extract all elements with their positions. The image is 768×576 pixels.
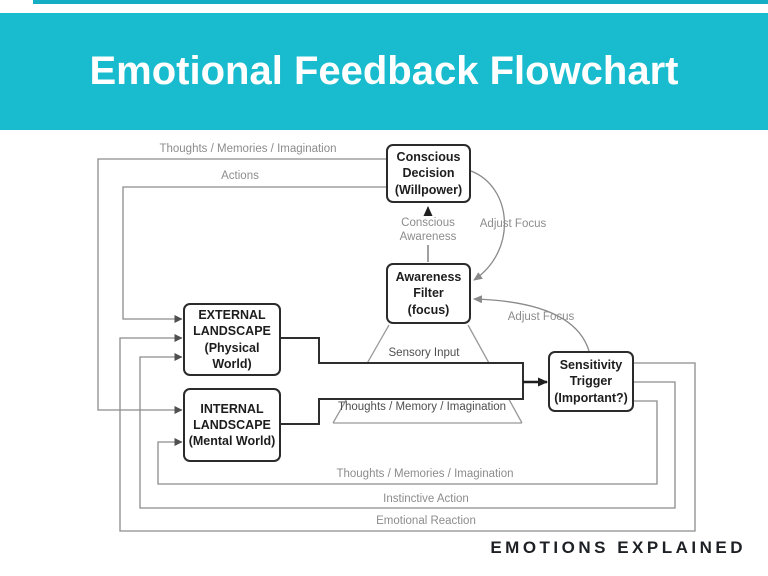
sensory-pipe-fill [320, 364, 522, 398]
label-actions: Actions [221, 170, 259, 182]
header-accent-strip [33, 0, 768, 4]
label-thoughts-bottom: Thoughts / Memories / Imagination [336, 468, 514, 480]
brand-wordmark: EMOTIONS EXPLAINED [490, 538, 746, 557]
node-conscious-decision: Conscious Decision (Willpower) [386, 144, 471, 203]
label-adjust-focus-top: Adjust Focus [479, 218, 547, 230]
node-awareness-filter: Awareness Filter (focus) [386, 263, 471, 324]
label-emotional-reaction: Emotional Reaction [376, 515, 476, 527]
page-title: Emotional Feedback Flowchart [89, 49, 679, 93]
edge-adjust-focus-top [470, 170, 506, 281]
label-conscious-awareness: Conscious Awareness [396, 216, 460, 245]
edge-emotional-reaction [119, 334, 696, 532]
label-thoughts-top: Thoughts / Memories / Imagination [159, 143, 337, 155]
node-external-landscape: EXTERNAL LANDSCAPE (Physical World) [183, 303, 281, 376]
node-internal-landscape: INTERNAL LANDSCAPE (Mental World) [183, 388, 281, 462]
title-banner: Emotional Feedback Flowchart [0, 13, 768, 130]
edge-actions [122, 186, 386, 323]
edge-instinctive-action [139, 353, 676, 509]
label-adjust-focus-right: Adjust Focus [507, 311, 575, 323]
edge-adjust-focus-right [473, 295, 590, 352]
label-sensory-input: Sensory Input [388, 347, 460, 359]
edge-thoughts-bottom [157, 400, 658, 485]
node-sensitivity-trigger: Sensitivity Trigger (Important?) [548, 351, 634, 412]
label-instinctive-action: Instinctive Action [383, 493, 469, 505]
label-thoughts-middle: Thoughts / Memory / Imagination [337, 401, 507, 413]
